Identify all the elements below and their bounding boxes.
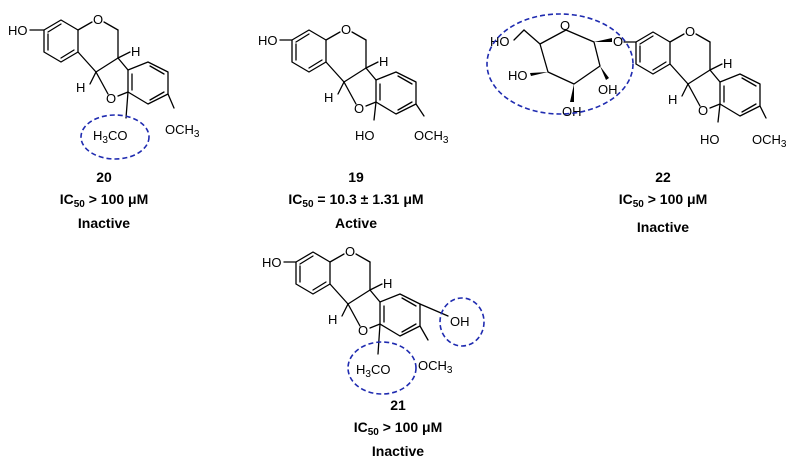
ic50-value: IC50 > 100 μM [60, 191, 149, 210]
compound-number: 20 [96, 169, 112, 185]
oxygen-label: O [560, 18, 570, 33]
structure-19: HO O H H O OCH3 HO 19 IC50 = 10.3 ± 1.31… [258, 22, 449, 231]
compound-number: 19 [348, 169, 364, 185]
hydroxyl-label: OH [562, 104, 582, 119]
hydroxyl-label: HO [258, 33, 278, 48]
structure-22: O HO HO OH OH O O H H O [486, 13, 787, 235]
highlight-circle [486, 13, 634, 115]
structure-21: HO O H H O OH OCH3 H3CO 21 IC50 > 100 μM… [262, 244, 485, 459]
hydroxyl-label: OH [450, 314, 470, 329]
hydroxyl-label: HO [8, 23, 28, 38]
h-label: H [668, 92, 677, 107]
activity-status: Inactive [372, 443, 424, 459]
methoxy-label: H3CO [356, 362, 390, 380]
hydroxyl-label: HO [700, 132, 720, 147]
methoxy-label: OCH3 [414, 128, 449, 146]
compound-number: 22 [655, 169, 671, 185]
highlight-circle [347, 341, 417, 395]
oxygen-label: O [685, 24, 695, 39]
methoxy-label: H3CO [93, 128, 127, 146]
activity-status: Active [335, 215, 377, 231]
oxygen-label: O [613, 34, 623, 49]
oxygen-label: O [358, 323, 368, 338]
compound-number: 21 [390, 397, 406, 413]
oxygen-label: O [354, 101, 364, 116]
h-label: H [723, 56, 732, 71]
highlight-circle [439, 297, 485, 347]
oxygen-label: O [345, 244, 355, 259]
ic50-value: IC50 > 100 μM [619, 191, 708, 210]
hydroxyl-label: HO [508, 68, 528, 83]
structure-20: HO O H H O OCH3 H3CO 20 IC50 > 100 μM In… [8, 12, 200, 231]
activity-status: Inactive [637, 219, 689, 235]
h-label: H [76, 80, 85, 95]
methoxy-label: OCH3 [752, 132, 787, 150]
hydroxyl-label: HO [355, 128, 375, 143]
activity-status: Inactive [78, 215, 130, 231]
h-label: H [328, 312, 337, 327]
methoxy-label: OCH3 [165, 122, 200, 140]
ic50-value: IC50 > 100 μM [354, 419, 443, 438]
highlight-circle [80, 114, 150, 160]
hydroxyl-label: HO [262, 255, 282, 270]
h-label: H [324, 90, 333, 105]
oxygen-label: O [106, 91, 116, 106]
h-label: H [131, 44, 140, 59]
h-label: H [379, 54, 388, 69]
oxygen-label: O [698, 103, 708, 118]
hydroxyl-label: OH [598, 82, 618, 97]
ic50-value: IC50 = 10.3 ± 1.31 μM [288, 191, 423, 210]
methoxy-label: OCH3 [418, 358, 453, 376]
hydroxyl-label: HO [490, 34, 510, 49]
oxygen-label: O [93, 12, 103, 27]
oxygen-label: O [341, 22, 351, 37]
h-label: H [383, 276, 392, 291]
